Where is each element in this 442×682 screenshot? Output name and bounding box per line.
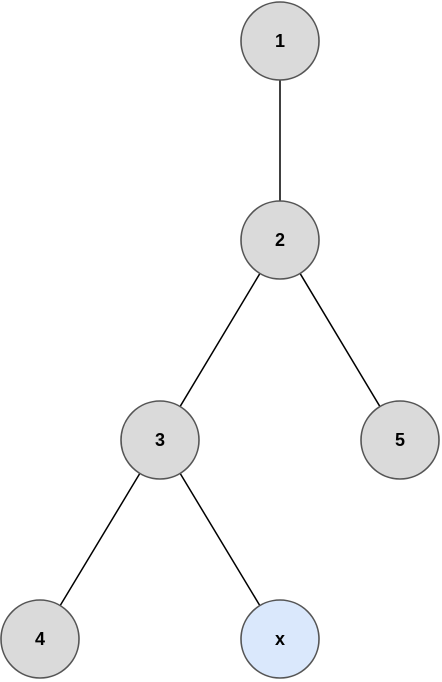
tree-node-n2: 2 — [240, 200, 320, 280]
node-label: 4 — [35, 629, 45, 649]
node-circle — [240, 599, 320, 679]
edge-n2-n3 — [179, 273, 261, 407]
node-label: 3 — [155, 430, 165, 450]
edges-layer — [59, 80, 381, 606]
node-circle — [120, 400, 200, 480]
node-label: 1 — [275, 31, 285, 51]
tree-node-n5: 5 — [360, 400, 440, 480]
node-circle — [240, 200, 320, 280]
tree-node-n3: 3 — [120, 400, 200, 480]
edge-n2-n5 — [299, 273, 381, 407]
edge-n3-n4 — [59, 473, 141, 606]
edge-n3-nx — [179, 473, 261, 606]
node-circle — [0, 599, 80, 679]
node-label: 5 — [395, 430, 405, 450]
tree-node-n4: 4 — [0, 599, 80, 679]
node-label: 2 — [275, 230, 285, 250]
tree-node-nx: x — [240, 599, 320, 679]
node-circle — [240, 1, 320, 81]
node-circle — [360, 400, 440, 480]
node-label: x — [275, 629, 285, 649]
tree-node-n1: 1 — [240, 1, 320, 81]
